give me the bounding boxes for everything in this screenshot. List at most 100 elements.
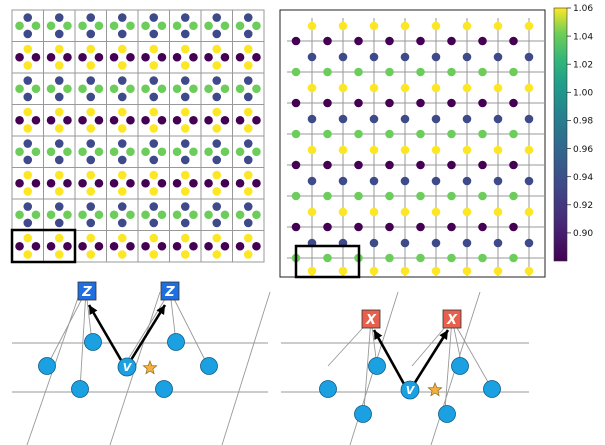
site-dot [462, 266, 472, 276]
site-dot [252, 241, 261, 251]
site-dot [493, 21, 503, 31]
site-dot [149, 29, 159, 39]
site-dot [54, 92, 64, 102]
site-dot [235, 52, 245, 62]
arrow-line [129, 304, 167, 361]
site-dot [172, 21, 182, 31]
site-dot [54, 107, 64, 117]
site-dot [15, 115, 24, 125]
arrow-head [156, 305, 165, 316]
arrow-line [372, 329, 406, 385]
operator-label: Z [81, 285, 92, 300]
site-dot [400, 52, 410, 62]
site-dot [86, 170, 96, 180]
site-dot [369, 21, 379, 31]
site-dot [46, 115, 56, 125]
site-dot [478, 67, 487, 77]
site-dot [180, 92, 190, 102]
site-dot [524, 145, 534, 155]
site-dot [23, 139, 33, 148]
site-dot [462, 21, 472, 31]
site-dot [212, 139, 222, 148]
site-dot [46, 52, 56, 62]
site-dot [307, 21, 317, 31]
site-dot [243, 233, 253, 243]
site-dot [478, 160, 487, 170]
site-dot [220, 178, 230, 188]
site-dot [447, 253, 456, 263]
site-dot [369, 114, 379, 124]
site-dot [400, 145, 410, 155]
site-dot [172, 52, 182, 62]
site-dot [204, 21, 213, 31]
site-dot [385, 253, 394, 263]
site-dot [126, 84, 135, 94]
site-dot [447, 191, 456, 201]
site-dot [204, 115, 213, 125]
site-dot [493, 176, 503, 186]
site-dot [78, 52, 87, 62]
lattice-line [221, 291, 271, 445]
site-dot [149, 250, 159, 259]
site-dot [15, 210, 24, 220]
site-dot [126, 115, 135, 125]
lattice-node [451, 357, 469, 375]
operator-box [361, 309, 381, 329]
colorbar-tick-label: 0.92 [573, 201, 593, 211]
lattice-line [444, 318, 453, 411]
site-dot [369, 238, 379, 248]
site-dot [149, 92, 159, 102]
vertex-label: V [123, 361, 133, 374]
site-dot [323, 67, 332, 77]
lattice-line [363, 318, 372, 411]
site-dot [235, 21, 245, 31]
site-dot [524, 83, 534, 93]
site-dot [109, 178, 119, 188]
site-dot [109, 52, 119, 62]
site-dot [220, 241, 230, 251]
site-dot [149, 233, 159, 243]
site-dot [243, 187, 253, 196]
site-dot [204, 147, 213, 157]
arrow-head [439, 330, 448, 341]
site-dot [172, 178, 182, 188]
site-dot [354, 36, 363, 46]
site-dot [323, 98, 332, 108]
site-dot [416, 98, 425, 108]
site-dot [478, 36, 487, 46]
site-dot [117, 218, 127, 228]
site-dot [385, 129, 394, 139]
site-dot [23, 155, 33, 165]
site-dot [117, 124, 127, 133]
arrow-head [89, 305, 98, 316]
site-dot [189, 115, 198, 125]
lattice-line [451, 318, 493, 390]
site-dot [431, 83, 441, 93]
operator-box [160, 281, 180, 301]
site-dot [23, 107, 33, 117]
site-dot [493, 114, 503, 124]
site-dot [63, 84, 72, 94]
site-dot [447, 222, 456, 232]
site-dot [220, 210, 230, 220]
site-dot [31, 115, 41, 125]
site-dot [307, 114, 317, 124]
site-dot [243, 250, 253, 259]
site-dot [117, 44, 127, 54]
site-dot [149, 107, 159, 117]
site-dot [416, 67, 425, 77]
site-dot [126, 178, 135, 188]
site-dot [78, 21, 87, 31]
site-dot [149, 218, 159, 228]
site-dot [400, 21, 410, 31]
site-dot [204, 52, 213, 62]
site-dot [509, 160, 518, 170]
site-dot [323, 191, 332, 201]
site-dot [252, 147, 261, 157]
site-dot [307, 52, 317, 62]
site-dot [126, 52, 135, 62]
site-dot [431, 266, 441, 276]
site-dot [189, 84, 198, 94]
site-dot [431, 52, 441, 62]
